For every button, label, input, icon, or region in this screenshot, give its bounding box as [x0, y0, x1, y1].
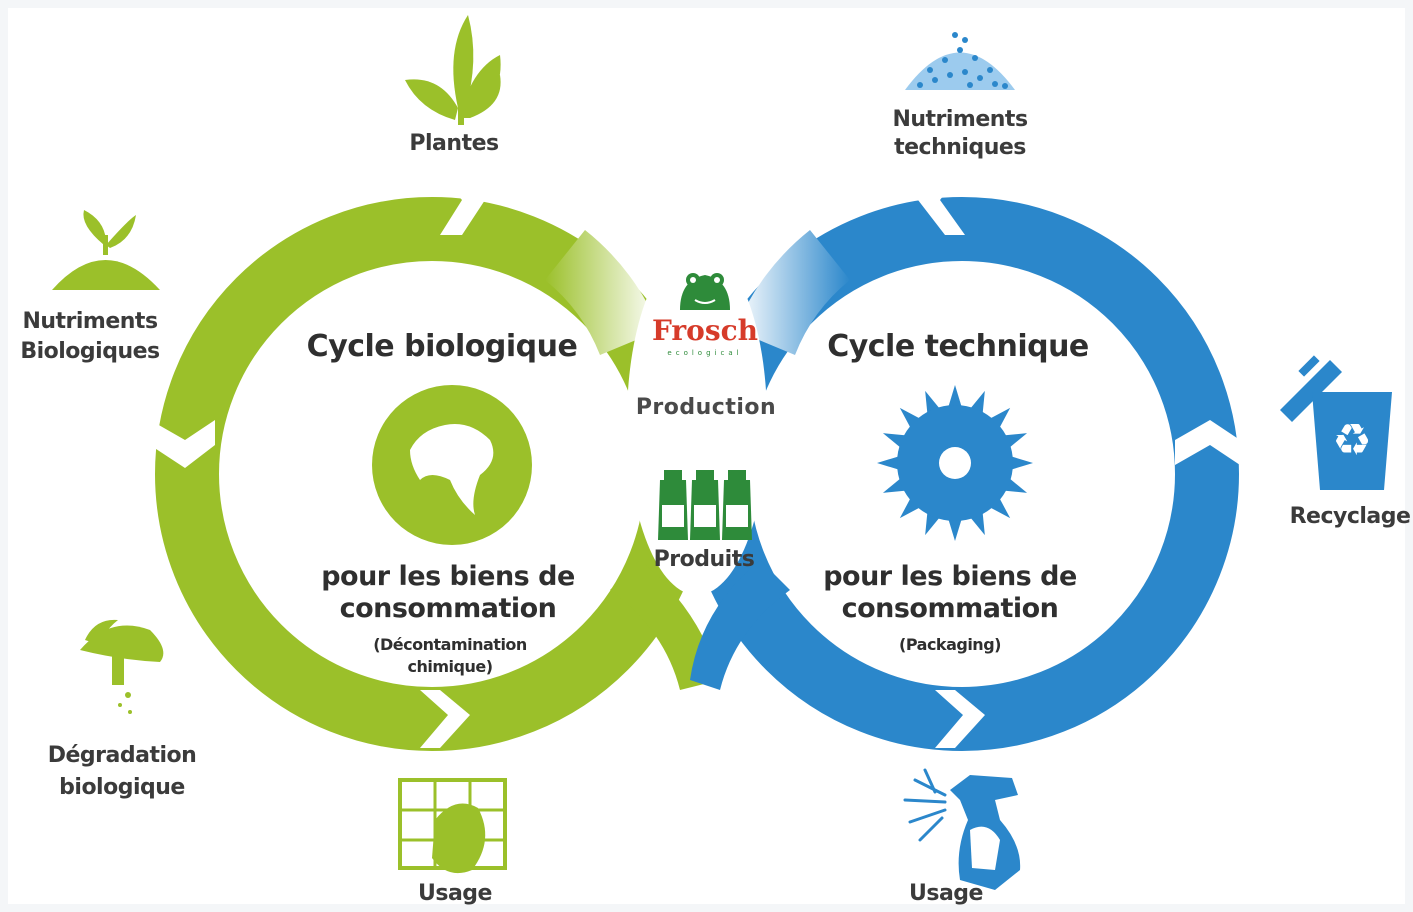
label-usage-bio: Usage — [418, 881, 492, 906]
label-nutriments-tech-2: techniques — [894, 135, 1026, 160]
gear-tooth — [877, 455, 901, 471]
label-nutriments-bio-1: Nutriments — [22, 309, 158, 334]
label-degradation-1: Dégradation — [48, 743, 197, 768]
biological-cycle-title: Cycle biologique — [307, 329, 578, 364]
label-usage-tech: Usage — [909, 881, 983, 906]
gear-tooth — [947, 385, 963, 409]
bacterium-blob-icon — [372, 385, 532, 545]
tech-ring-crossing — [690, 560, 790, 690]
technical-cycle-title: Cycle technique — [827, 329, 1089, 364]
frosch-tagline: ecological — [667, 349, 742, 357]
frosch-brand: Frosch — [652, 314, 758, 347]
spray-bottle-icon — [903, 768, 1021, 890]
gear-tooth — [1009, 455, 1033, 471]
label-nutriments-bio-2: Biologiques — [20, 339, 160, 364]
technical-ring-fade — [735, 230, 850, 355]
bio-chevron-top — [433, 168, 485, 235]
tech-chevron-bottom — [935, 690, 985, 748]
recycle-symbol-icon: ♻ — [1332, 415, 1371, 466]
soil-sprout-icon — [52, 210, 160, 290]
plant-icon — [405, 15, 501, 125]
bio-note-1: (Décontamination — [373, 635, 527, 654]
cleaning-tiles-icon — [398, 778, 507, 874]
label-degradation-2: biologique — [59, 775, 185, 800]
mushroom-decay-icon — [80, 619, 164, 714]
biological-ring-fade — [545, 230, 660, 355]
tech-subtitle-2: consommation — [842, 593, 1059, 624]
bio-chevron-bottom — [420, 690, 470, 748]
bio-chevron-left — [150, 420, 215, 468]
tech-chevron-top — [918, 168, 965, 235]
tech-chevron-right — [1175, 420, 1240, 465]
bio-subtitle-1: pour les biens de — [321, 561, 575, 592]
bio-subtitle-2: consommation — [340, 593, 557, 624]
tech-subtitle-1: pour les biens de — [823, 561, 1077, 592]
products-bottles-icon — [658, 470, 752, 540]
gear-icon — [877, 385, 1033, 541]
label-produits: Produits — [654, 547, 755, 572]
label-plantes: Plantes — [409, 131, 499, 156]
frosch-logo — [680, 273, 730, 310]
gear-tooth — [947, 517, 963, 541]
label-recyclage: Recyclage — [1290, 504, 1411, 529]
bio-note-2: chimique) — [407, 657, 492, 676]
label-production: Production — [636, 395, 776, 420]
tech-note: (Packaging) — [899, 635, 1001, 654]
pellets-pile-icon — [905, 32, 1015, 90]
bio-ring-crossing — [610, 560, 720, 690]
label-nutriments-tech-1: Nutriments — [892, 107, 1028, 132]
recycling-bin-icon: ♻ — [1280, 355, 1392, 490]
